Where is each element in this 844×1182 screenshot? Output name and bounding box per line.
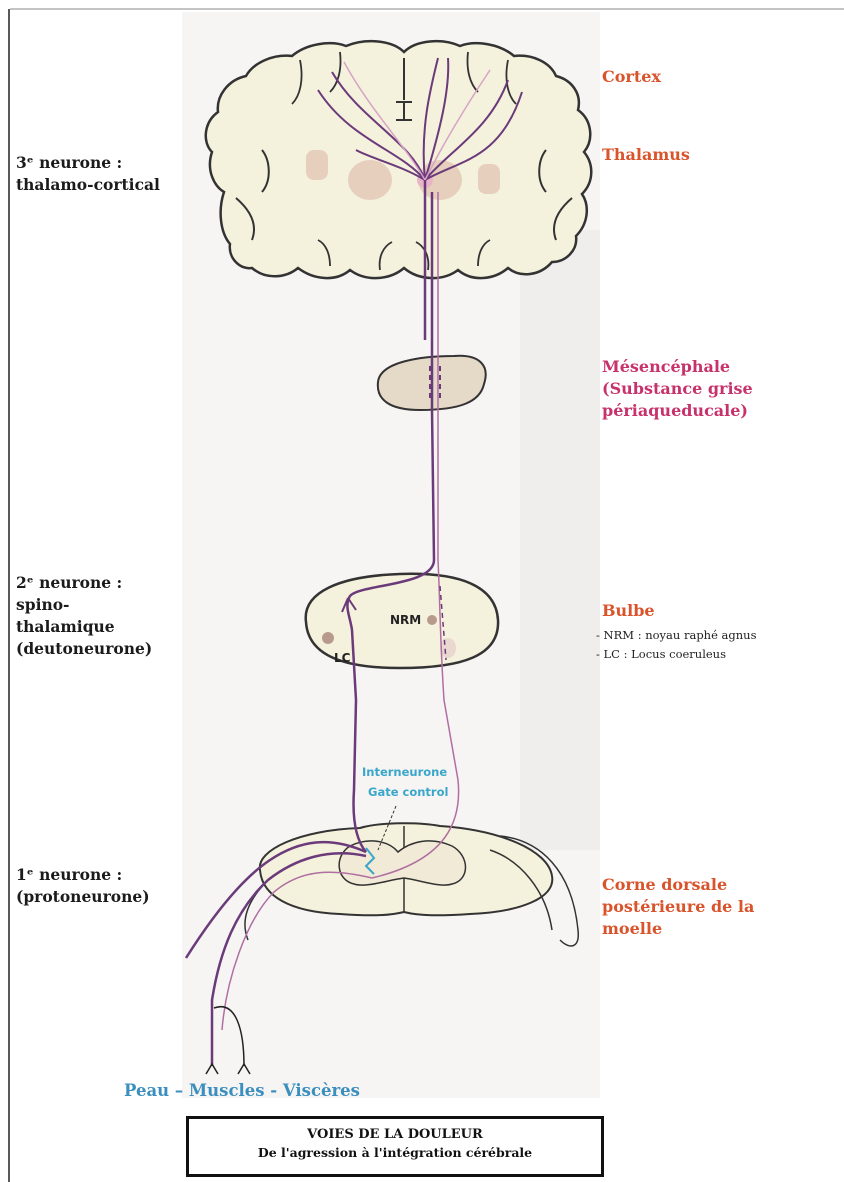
thalamus-left (348, 160, 392, 200)
lc-label: LC (334, 651, 351, 665)
bulbe-tract (440, 638, 456, 658)
nrm-label: NRM (390, 613, 421, 627)
peripheral-targets-label: Peau – Muscles - Viscères (124, 1081, 360, 1100)
bulbe-lc-note: - LC : Locus coeruleus (596, 645, 726, 664)
basal-left (306, 150, 328, 180)
caption-subtitle: De l'agression à l'intégration cérébrale (189, 1145, 601, 1160)
basal-right (478, 164, 500, 194)
lc-nucleus (322, 632, 334, 644)
third-neuron-label: 3ᵉ neurone : thalamo-cortical (16, 152, 160, 196)
second-neuron-label: 2ᵉ neurone : spino- thalamique (deutoneu… (16, 572, 152, 660)
bulbe-label: Bulbe (602, 600, 655, 622)
gate-control-label: Gate control (368, 785, 448, 799)
background-panel-right (520, 230, 600, 850)
thalamus-label: Thalamus (602, 144, 690, 166)
brain-section (206, 41, 592, 278)
nrm-nucleus (427, 615, 437, 625)
bulbe-nrm-note: - NRM : noyau raphé agnus (596, 626, 756, 645)
brain-outline (206, 41, 592, 278)
dorsal-horn-label: Corne dorsale postérieure de la moelle (602, 874, 754, 940)
caption-title: VOIES DE LA DOULEUR (189, 1127, 601, 1142)
cortex-label: Cortex (602, 66, 661, 88)
caption-box: VOIES DE LA DOULEUR De l'agression à l'i… (186, 1116, 604, 1177)
first-neuron-label: 1ᵉ neurone : (protoneurone) (16, 864, 150, 908)
mesencephale-label: Mésencéphale (Substance grise périaquedu… (602, 356, 753, 422)
interneurone-label: Interneurone (362, 765, 447, 779)
